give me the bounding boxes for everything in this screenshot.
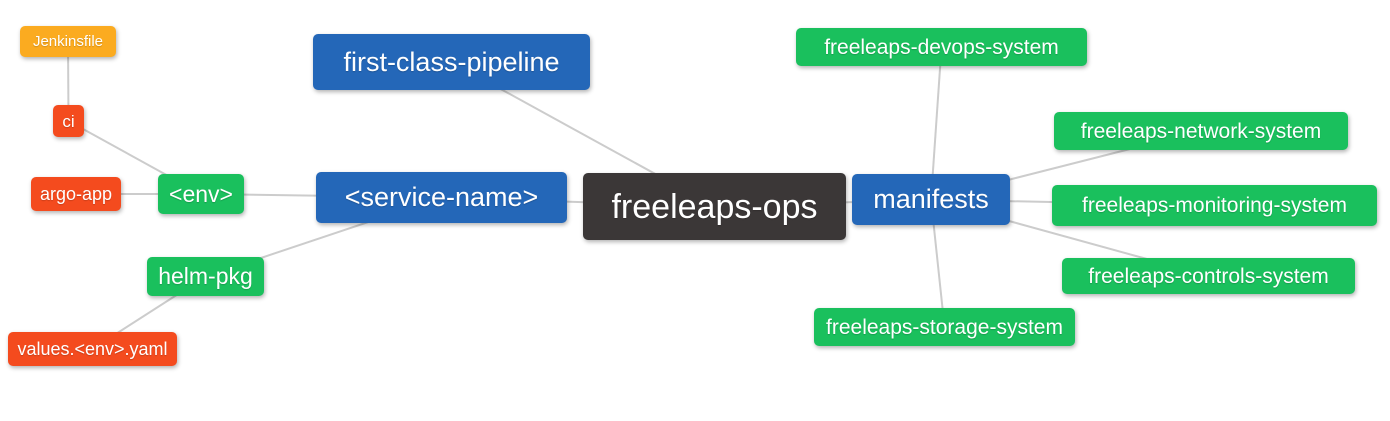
node-ci[interactable]: ci <box>53 105 84 137</box>
node-env[interactable]: <env> <box>158 174 244 214</box>
node-argo-app[interactable]: argo-app <box>31 177 121 211</box>
node-freeleaps-controls-system[interactable]: freeleaps-controls-system <box>1062 258 1355 294</box>
node-freeleaps-storage-system[interactable]: freeleaps-storage-system <box>814 308 1075 346</box>
node-helm-pkg[interactable]: helm-pkg <box>147 257 264 296</box>
node-manifests[interactable]: manifests <box>852 174 1010 225</box>
node-values-env-yaml[interactable]: values.<env>.yaml <box>8 332 177 366</box>
node-freeleaps-devops-system[interactable]: freeleaps-devops-system <box>796 28 1087 66</box>
node-freeleaps-ops[interactable]: freeleaps-ops <box>583 173 846 240</box>
node-freeleaps-monitoring-system[interactable]: freeleaps-monitoring-system <box>1052 185 1377 226</box>
node-jenkinsfile[interactable]: Jenkinsfile <box>20 26 116 57</box>
node-freeleaps-network-system[interactable]: freeleaps-network-system <box>1054 112 1348 150</box>
node-service-name[interactable]: <service-name> <box>316 172 567 223</box>
node-first-class-pipeline[interactable]: first-class-pipeline <box>313 34 590 90</box>
